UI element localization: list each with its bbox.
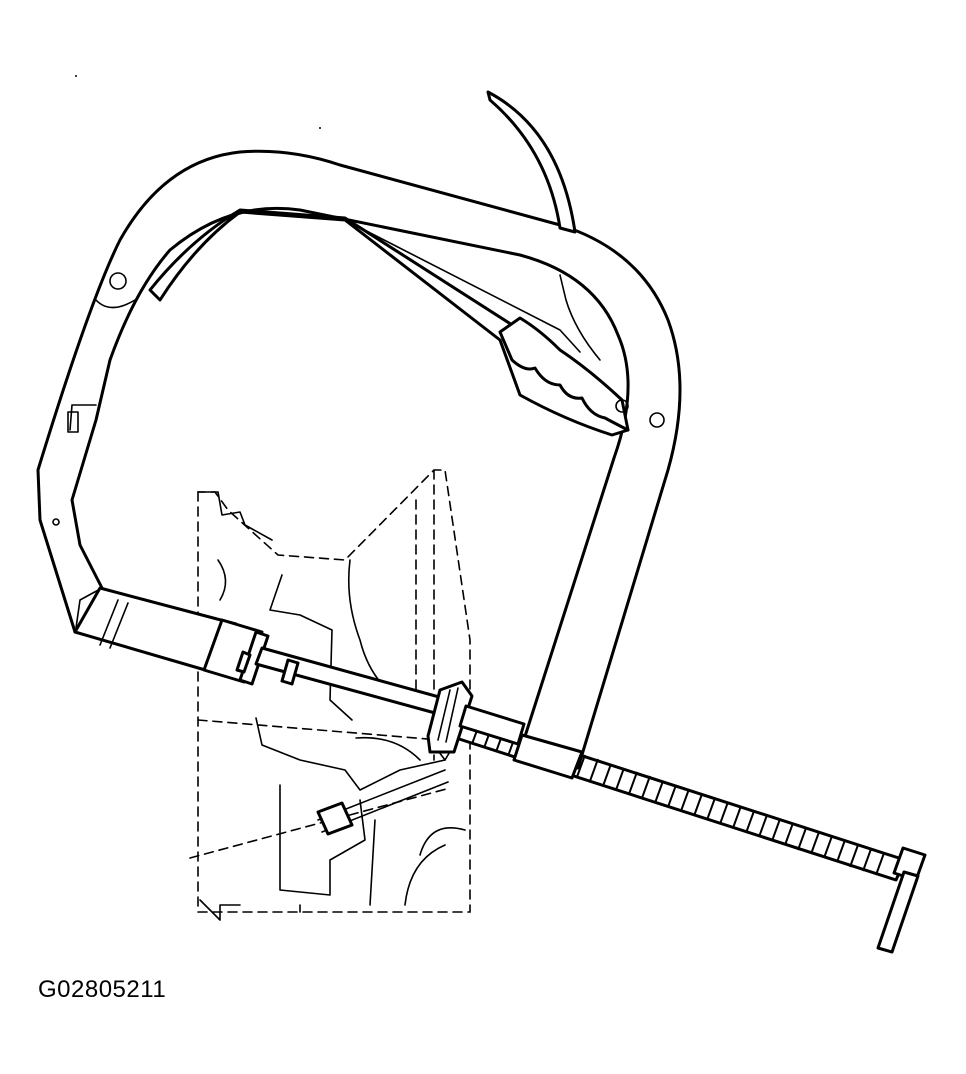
- cylinder-head-outline: [189, 469, 471, 921]
- screw-threads: [471, 721, 885, 876]
- frame-slot: [67, 411, 79, 433]
- pivot-hole-right: [649, 412, 665, 428]
- screw-boss: [512, 733, 584, 780]
- figure-id-label: G02805211: [38, 976, 167, 1003]
- curved-handle: [486, 90, 577, 234]
- compressor-jaw: [73, 586, 526, 754]
- ratchet-teeth: [498, 316, 630, 432]
- pivot-hole-left: [109, 272, 127, 290]
- c-frame: [36, 149, 682, 780]
- upper-lever: [148, 90, 630, 437]
